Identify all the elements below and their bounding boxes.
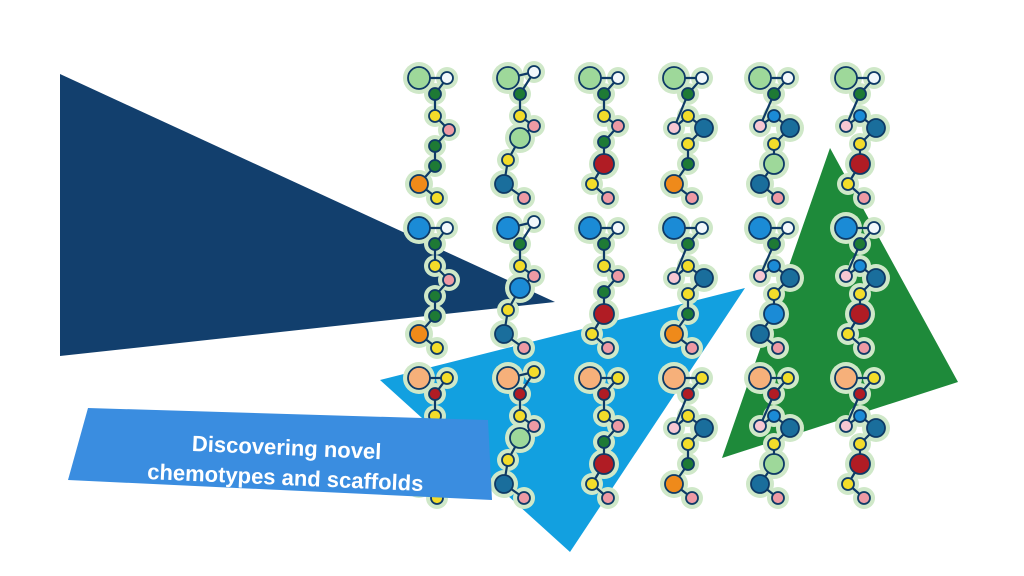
navy-wedge-shape (60, 74, 555, 356)
molecule-icon (574, 362, 629, 509)
molecule-icon (658, 62, 718, 209)
molecule-icon (830, 212, 890, 359)
molecule-icon (490, 61, 545, 209)
molecule-icon (403, 62, 460, 209)
molecule-icon (744, 212, 804, 359)
sky-triangle-shape (380, 288, 745, 552)
molecule-icon (490, 211, 545, 359)
banner-text: Discovering novel chemotypes and scaffol… (94, 410, 478, 516)
molecule-icon (658, 212, 718, 359)
molecule-icon (574, 62, 629, 209)
banner-line-2: chemotypes and scaffolds (146, 458, 424, 497)
molecule-icon (830, 362, 890, 509)
molecule-icon (744, 362, 804, 509)
molecule-icon (744, 62, 804, 209)
molecule-icon (830, 62, 890, 209)
molecule-icon (658, 362, 718, 509)
molecule-icon (490, 361, 545, 509)
molecule-icon (574, 212, 629, 359)
banner-shape (68, 408, 492, 500)
molecule-icon (403, 212, 460, 359)
